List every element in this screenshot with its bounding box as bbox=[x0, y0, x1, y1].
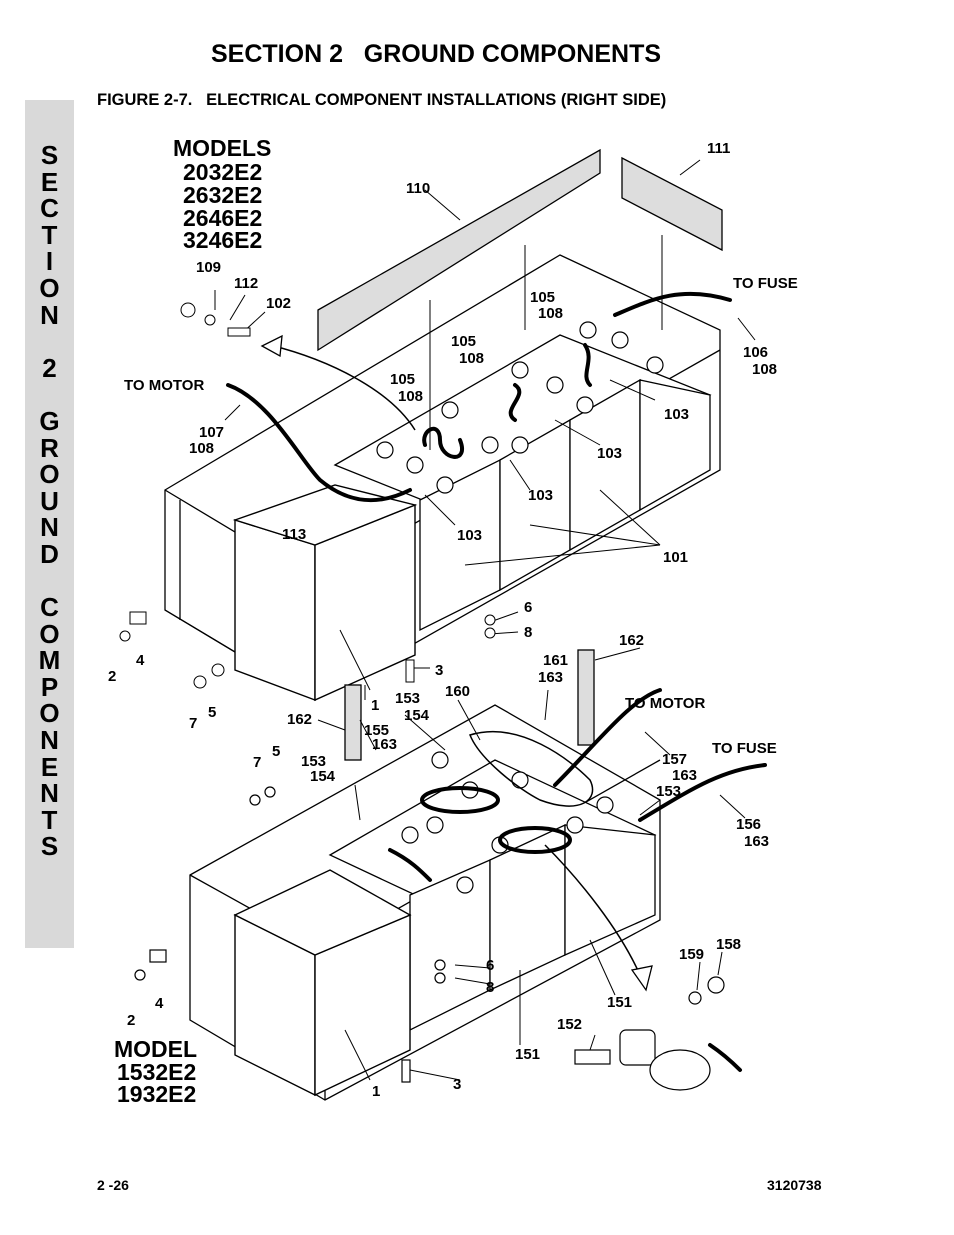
callout-163a: 163 bbox=[538, 669, 563, 686]
callout-105c: 105 bbox=[390, 371, 415, 388]
callout-151a: 151 bbox=[607, 994, 632, 1011]
lower-terminals bbox=[401, 751, 614, 894]
upper-model-3: 2646E2 bbox=[183, 205, 262, 231]
document-number: 3120738 bbox=[767, 1177, 822, 1193]
callout-8b: 8 bbox=[486, 979, 494, 996]
lower-model-1: 1532E2 bbox=[117, 1059, 196, 1085]
callout-160: 160 bbox=[445, 683, 470, 700]
callout-162b: 162 bbox=[287, 711, 312, 728]
callout-2a: 2 bbox=[108, 668, 116, 685]
callout-153c: 153 bbox=[656, 783, 681, 800]
callout-110: 110 bbox=[406, 180, 430, 197]
callout-105b: 105 bbox=[451, 333, 476, 350]
upper-arrow-head bbox=[260, 334, 283, 358]
callout-113: 113 bbox=[282, 526, 306, 543]
callout-3b: 3 bbox=[453, 1076, 461, 1093]
callout-103a: 103 bbox=[664, 406, 689, 423]
lower-box bbox=[233, 869, 412, 1097]
callout-103c: 103 bbox=[528, 487, 553, 504]
callout-156: 156 bbox=[736, 816, 761, 833]
callout-112: 112 bbox=[234, 275, 258, 292]
callout-103b: 103 bbox=[597, 445, 622, 462]
callout-163b: 163 bbox=[372, 736, 397, 753]
to-motor-label-lower: TO MOTOR bbox=[625, 695, 705, 712]
upper-models-block: MODELS 2032E2 2632E2 2646E2 3246E2 bbox=[173, 135, 271, 253]
callout-1b: 1 bbox=[372, 1083, 380, 1100]
lower-cable-151 bbox=[544, 844, 641, 976]
callout-106: 106 bbox=[743, 344, 768, 361]
callout-154b: 154 bbox=[310, 768, 336, 785]
callout-6b: 6 bbox=[486, 957, 494, 974]
callout-151b: 151 bbox=[515, 1046, 540, 1063]
to-fuse-label-lower: TO FUSE bbox=[712, 740, 777, 757]
lower-hardware bbox=[134, 786, 725, 1091]
upper-model-1: 2032E2 bbox=[183, 159, 262, 185]
callout-2b: 2 bbox=[127, 1012, 135, 1029]
callout-154a: 154 bbox=[404, 707, 430, 724]
upper-terminals bbox=[376, 321, 664, 494]
upper-motor-arrow bbox=[269, 344, 416, 431]
callout-5b: 5 bbox=[272, 743, 280, 760]
callout-1a: 1 bbox=[371, 697, 379, 714]
upper-cables bbox=[226, 291, 732, 503]
upper-model-4: 3246E2 bbox=[183, 227, 262, 253]
lower-arrow-head bbox=[630, 965, 653, 992]
callout-7b: 7 bbox=[253, 754, 261, 771]
lower-cable-160 bbox=[468, 730, 594, 807]
lower-cables bbox=[388, 688, 767, 1072]
callout-103d: 103 bbox=[457, 527, 482, 544]
upper-model-2: 2632E2 bbox=[183, 182, 262, 208]
callout-163c: 163 bbox=[672, 767, 697, 784]
callout-162a: 162 bbox=[619, 632, 644, 649]
callout-6a: 6 bbox=[524, 599, 532, 616]
callout-4b: 4 bbox=[155, 995, 164, 1012]
callout-4a: 4 bbox=[136, 652, 145, 669]
callout-153a: 153 bbox=[395, 690, 420, 707]
callout-108a: 108 bbox=[538, 305, 563, 322]
lower-leader-lines bbox=[317, 629, 746, 1081]
sidebar-section-label: S E C T I O N 2 G R O U N D C O M P O N … bbox=[38, 140, 61, 862]
callout-161: 161 bbox=[543, 652, 568, 669]
callout-108e: 108 bbox=[189, 440, 214, 457]
figure-title: FIGURE 2-7. ELECTRICAL COMPONENT INSTALL… bbox=[97, 91, 667, 109]
callout-8a: 8 bbox=[524, 624, 532, 641]
callout-102: 102 bbox=[266, 295, 291, 312]
lower-models-block: MODEL 1532E2 1932E2 bbox=[114, 1036, 197, 1107]
lower-model-2: 1932E2 bbox=[117, 1081, 196, 1107]
upper-box-113 bbox=[232, 484, 418, 702]
lower-strips-162 bbox=[344, 649, 595, 761]
callout-3a: 3 bbox=[435, 662, 443, 679]
callout-158: 158 bbox=[716, 936, 741, 953]
to-fuse-label-upper: TO FUSE bbox=[733, 275, 798, 292]
callout-108d: 108 bbox=[398, 388, 423, 405]
callout-labels: 111 110 109 112 102 TO FUSE 105 108 105 … bbox=[108, 140, 798, 1100]
section-sidebar-tab: S E C T I O N 2 G R O U N D C O M P O N … bbox=[25, 100, 74, 948]
callout-111: 111 bbox=[707, 140, 730, 157]
callout-163d: 163 bbox=[744, 833, 769, 850]
page-number: 2 -26 bbox=[97, 1177, 129, 1193]
callout-101: 101 bbox=[663, 549, 688, 566]
callout-105a: 105 bbox=[530, 289, 555, 306]
callout-108c: 108 bbox=[752, 361, 777, 378]
callout-152: 152 bbox=[557, 1016, 582, 1033]
callout-155: 155 bbox=[364, 722, 389, 739]
callout-109: 109 bbox=[196, 259, 221, 276]
upper-model-heading: MODELS bbox=[173, 135, 271, 161]
upper-bars bbox=[317, 148, 723, 352]
lower-model-heading: MODEL bbox=[114, 1036, 197, 1062]
to-motor-label-upper: TO MOTOR bbox=[124, 377, 204, 394]
callout-7a: 7 bbox=[189, 715, 197, 732]
callout-157: 157 bbox=[662, 751, 687, 768]
upper-hardware bbox=[119, 302, 496, 689]
callout-107: 107 bbox=[199, 424, 224, 441]
callout-153b: 153 bbox=[301, 753, 326, 770]
page-title: SECTION 2 GROUND COMPONENTS bbox=[211, 40, 662, 68]
callout-5a: 5 bbox=[208, 704, 216, 721]
callout-108b: 108 bbox=[459, 350, 484, 367]
callout-159: 159 bbox=[679, 946, 704, 963]
